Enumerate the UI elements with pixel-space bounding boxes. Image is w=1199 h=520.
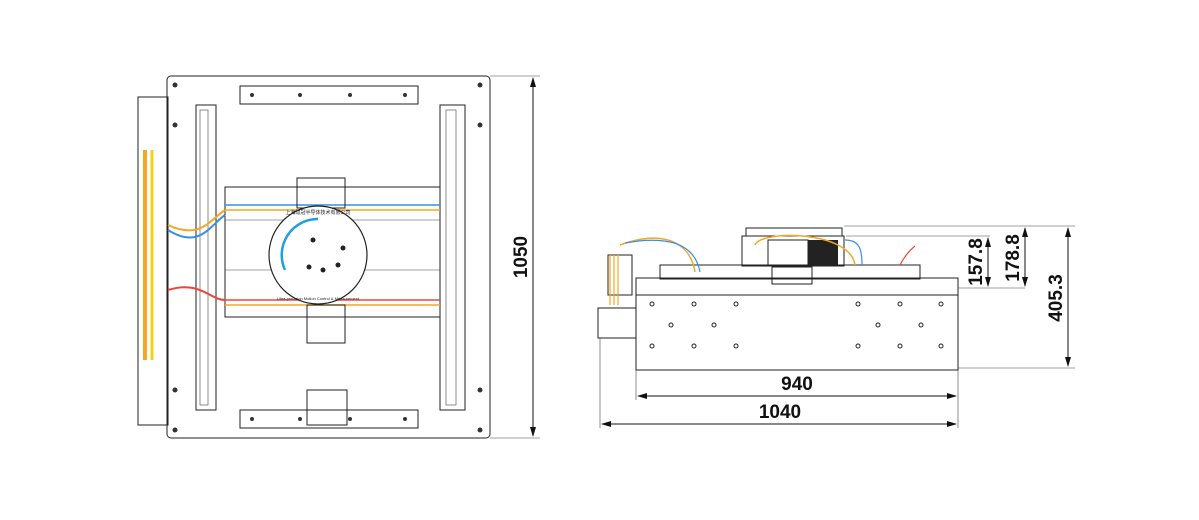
side-extension: [137, 96, 169, 426]
logo-text-en: Ultra-precision Motion Control & Measure…: [277, 296, 360, 301]
side-center-block: [771, 266, 813, 285]
dim-405-3: 405.3: [1046, 274, 1067, 322]
cross-beam: [224, 186, 441, 318]
logo-disc: 上海隐冠半导体技术有限公司 Ultra-precision Motion Con…: [268, 205, 368, 305]
right-rail: [439, 104, 466, 411]
side-top-plate: [635, 277, 959, 296]
top-view: 上海隐冠半导体技术有限公司 Ultra-precision Motion Con…: [137, 75, 540, 439]
bottom-carriage: [306, 304, 346, 344]
base-plate: [166, 75, 491, 439]
dim-1040: 1040: [759, 402, 801, 423]
dim-178-8: 178.8: [1003, 234, 1024, 282]
dim-1050: 1050: [511, 236, 532, 278]
side-connector-box: [597, 307, 637, 339]
dim-157-8: 157.8: [966, 238, 987, 286]
bottom-slot-bar: [239, 409, 419, 429]
logo-text-cn: 上海隐冠半导体技术有限公司: [285, 209, 350, 216]
side-base: [635, 294, 959, 371]
top-slot-bar: [239, 85, 419, 105]
bottom-connector-plate: [306, 389, 348, 426]
left-rail: [195, 104, 217, 411]
top-carriage: [296, 177, 346, 209]
side-view: 940 1040 157.8 178.8 405.3: [597, 225, 1075, 428]
dim-940: 940: [781, 374, 813, 395]
